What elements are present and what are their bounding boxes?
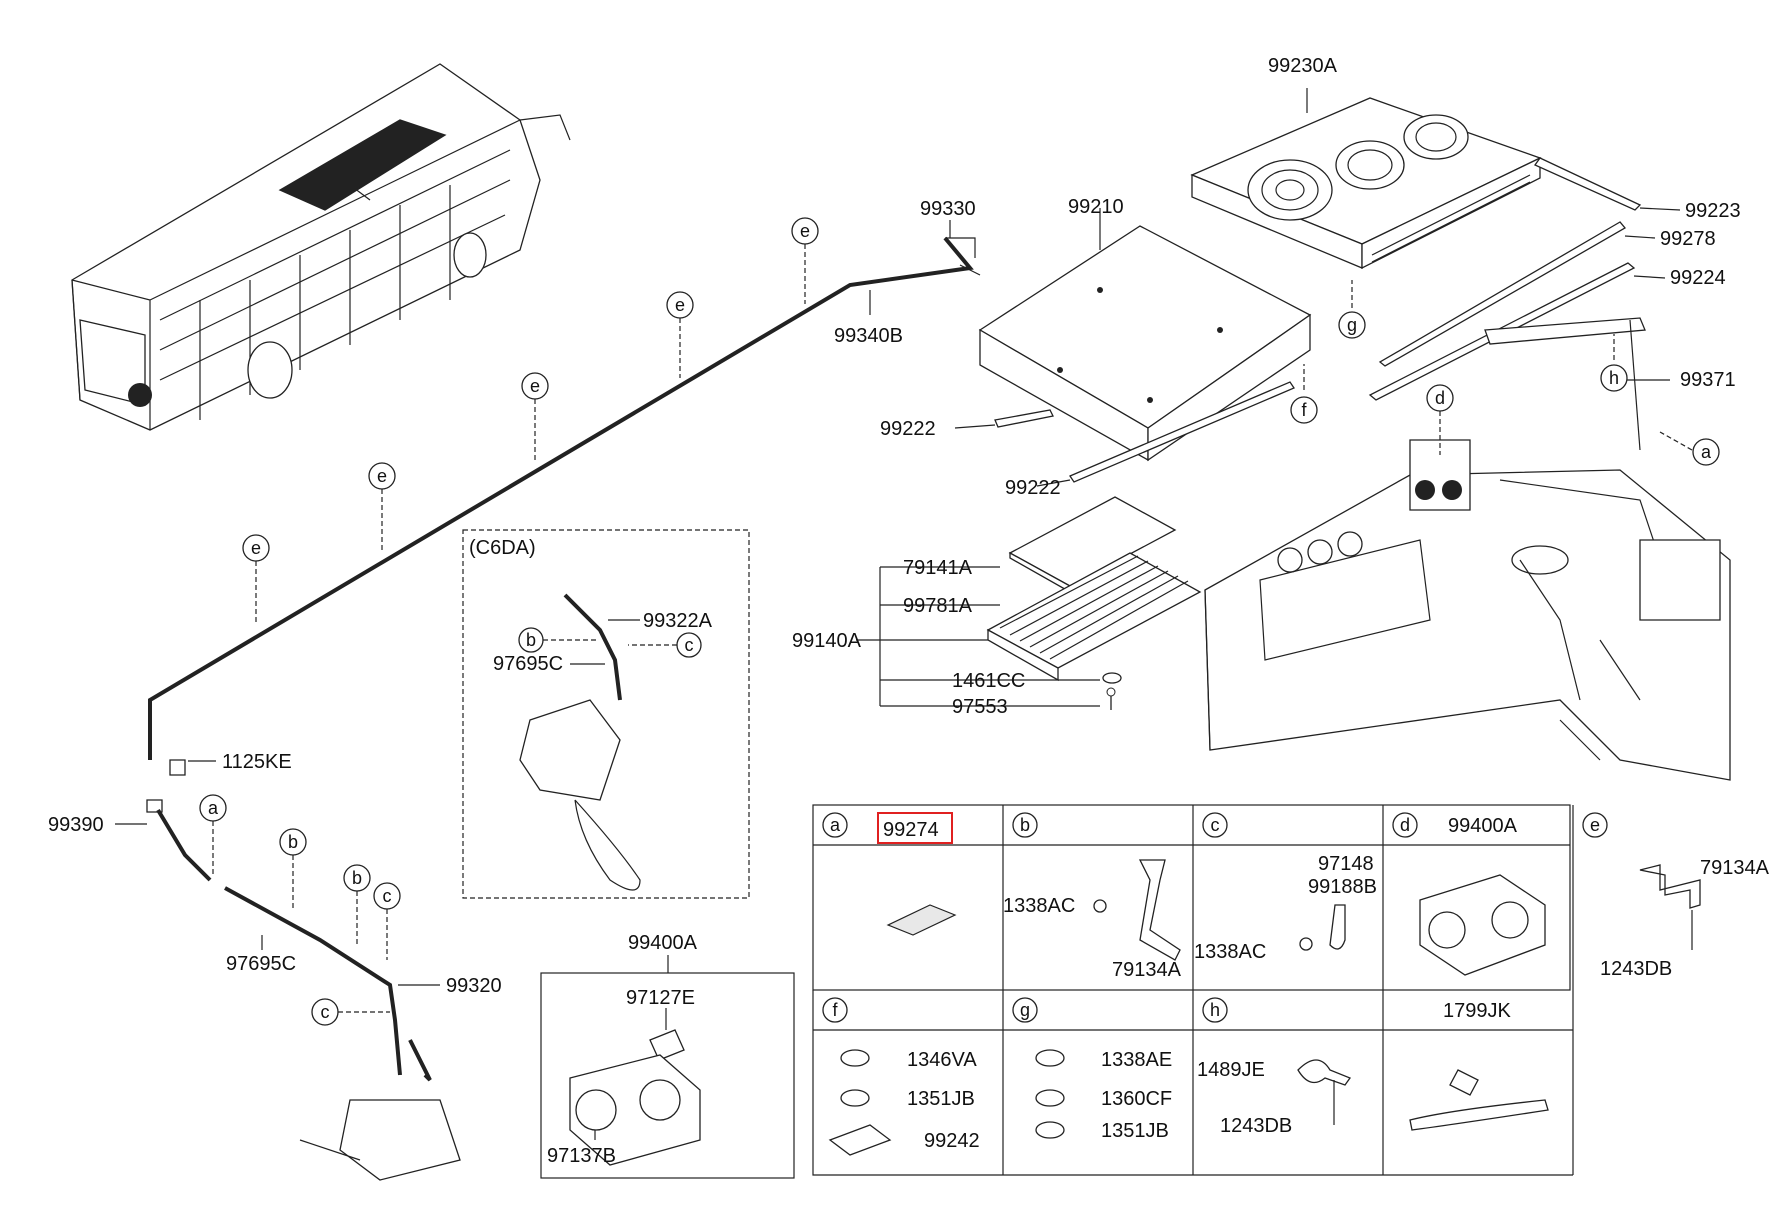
legend-e-letter: e <box>1590 815 1600 835</box>
legend-b-letter: b <box>1020 815 1030 835</box>
label-97695C-inset: 97695C <box>493 653 563 675</box>
label-99320: 99320 <box>446 975 502 997</box>
dashboard-illustration <box>1204 439 1731 781</box>
callout-e-4-text: e <box>377 466 387 486</box>
label-79141A: 79141A <box>903 557 973 579</box>
label-99390: 99390 <box>48 814 104 836</box>
callout-e-5-text: e <box>251 538 261 558</box>
label-97695C: 97695C <box>226 953 296 975</box>
label-99781A: 99781A <box>903 595 973 617</box>
main-pipe <box>148 236 981 760</box>
legend-b-circle <box>1012 812 1038 838</box>
legend-c-p3: 1338AC <box>1194 941 1266 963</box>
callout-e-1-text: e <box>800 221 810 241</box>
legend-f-p3: 99242 <box>924 1130 980 1152</box>
legend-d-circle <box>1392 812 1418 838</box>
legend-b-p1: 1338AC <box>1003 895 1075 917</box>
label-1461CC: 1461CC <box>952 670 1025 692</box>
legend-g-p3: 1351JB <box>1101 1120 1169 1142</box>
label-99224: 99224 <box>1670 267 1726 289</box>
legend-f-letter: f <box>832 1000 838 1020</box>
label-99371: 99371 <box>1680 369 1736 391</box>
control-panel-small <box>569 1054 701 1166</box>
legend-c-letter: c <box>1211 815 1220 835</box>
legend-table <box>812 804 1574 1176</box>
legend-c-p2: 99188B <box>1308 876 1377 898</box>
label-99140A: 99140A <box>792 630 862 652</box>
callout-b-2-text: b <box>352 868 362 888</box>
legend-e-p2: 1243DB <box>1600 958 1672 980</box>
callout-g-text: g <box>1347 315 1357 335</box>
label-99322A: 99322A <box>643 610 713 632</box>
legend-a-part: 99274 <box>883 819 939 841</box>
filter-stack <box>986 496 1202 710</box>
legend-h-circle <box>1202 997 1228 1023</box>
label-99223: 99223 <box>1685 200 1741 222</box>
callout-f-text: f <box>1301 400 1307 420</box>
callout-c-inset-text: c <box>685 635 694 655</box>
callout-b-1-text: b <box>288 832 298 852</box>
legend-1799JK: 1799JK <box>1443 1000 1511 1022</box>
label-99210: 99210 <box>1068 196 1124 218</box>
roof-ac-unit <box>1190 97 1542 270</box>
legend-a-circle <box>822 812 848 838</box>
label-97127E: 97127E <box>626 987 695 1009</box>
c6da-inset-frame <box>462 529 750 899</box>
callout-h-text: h <box>1609 368 1619 388</box>
legend-f-p1: 1346VA <box>907 1049 977 1071</box>
lower-pipes <box>156 808 461 1181</box>
legend-d-letter: d <box>1400 815 1410 835</box>
legend-g-p1: 1338AE <box>1101 1049 1172 1071</box>
legend-h-letter: h <box>1210 1000 1220 1020</box>
bus-illustration <box>71 63 571 431</box>
label-99278: 99278 <box>1660 228 1716 250</box>
cable-tie <box>1409 1069 1549 1131</box>
label-1125KE: 1125KE <box>222 751 292 773</box>
callout-a-right <box>1692 438 1720 466</box>
legend-e-p1: 79134A <box>1700 857 1770 879</box>
label-99222-lower: 99222 <box>1005 477 1061 499</box>
callout-a-left-text: a <box>208 798 219 818</box>
callout-a-right-text: a <box>1701 442 1712 462</box>
callout-d-text: d <box>1435 388 1445 408</box>
callout-b-inset-text: b <box>526 630 536 650</box>
label-97137B: 97137B <box>547 1145 616 1167</box>
evaporator-cover <box>978 225 1312 462</box>
legend-g-circle <box>1012 997 1038 1023</box>
callout-h <box>1600 364 1628 392</box>
callout-f <box>1290 396 1318 424</box>
callout-g <box>1338 311 1366 339</box>
label-99400A-box: 99400A <box>628 932 698 954</box>
callout-e-2-text: e <box>675 295 685 315</box>
label-99340B: 99340B <box>834 325 903 347</box>
label-99330: 99330 <box>920 198 976 220</box>
legend-h-p2: 1243DB <box>1220 1115 1292 1137</box>
legend-b-p2: 79134A <box>1112 959 1182 981</box>
legend-c-circle <box>1202 812 1228 838</box>
legend-f-p2: 1351JB <box>907 1088 975 1110</box>
legend-h-p1: 1489JE <box>1197 1059 1265 1081</box>
legend-d-part: 99400A <box>1448 815 1518 837</box>
label-97553: 97553 <box>952 696 1008 718</box>
callout-c-1-text: c <box>383 886 392 906</box>
legend-g-p2: 1360CF <box>1101 1088 1172 1110</box>
callout-c-2-text: c <box>321 1002 330 1022</box>
control-box-frame <box>540 972 795 1179</box>
highlight-99274 <box>877 812 953 844</box>
callout-e-3-text: e <box>530 376 540 396</box>
legend-g-letter: g <box>1020 1000 1030 1020</box>
label-99230A: 99230A <box>1268 55 1338 77</box>
legend-a-letter: a <box>830 815 841 835</box>
label-c6da: (C6DA) <box>469 537 536 559</box>
c6da-assembly <box>519 593 641 891</box>
legend-c-p1: 97148 <box>1318 853 1374 875</box>
legend-f-circle <box>822 997 848 1023</box>
control-panel-large <box>1419 874 1546 976</box>
label-99222-upper: 99222 <box>880 418 936 440</box>
legend-e-circle <box>1582 812 1608 838</box>
